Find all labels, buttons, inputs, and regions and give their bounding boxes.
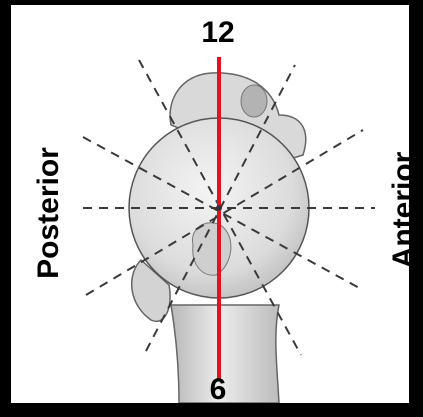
tubercle-depression	[241, 85, 267, 117]
head-center-point	[216, 205, 222, 211]
humeral-head-illustration	[11, 5, 409, 403]
label-posterior: Posterior	[34, 147, 64, 279]
clock-label-6: 6	[210, 375, 227, 403]
clock-label-12: 12	[201, 18, 234, 48]
diagram-panel: 12 6 Posterior Anterior	[11, 5, 409, 403]
label-anterior: Anterior	[389, 152, 409, 269]
